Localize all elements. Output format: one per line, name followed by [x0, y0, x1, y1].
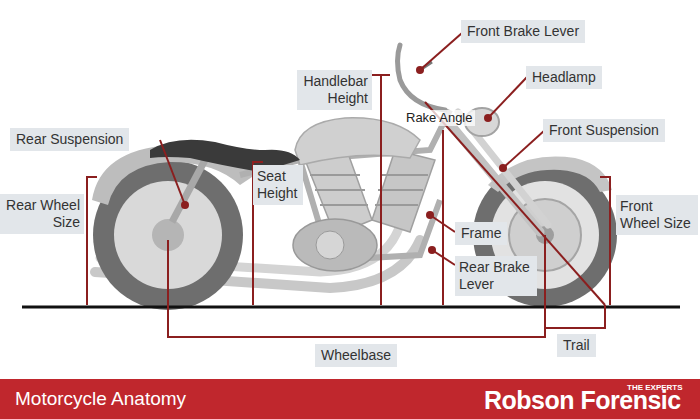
leader-dot: [416, 66, 424, 74]
part-label: Front Brake Lever: [467, 23, 579, 40]
engine-case: [293, 219, 377, 271]
part-label: Headlamp: [532, 69, 596, 86]
ground-line: [22, 306, 680, 309]
part-label: Rear Brake Lever: [459, 259, 533, 293]
part-label: Rear Suspension: [16, 131, 123, 148]
part-label: Front Wheel Size: [620, 198, 694, 232]
part-label: Rear Wheel Size: [4, 197, 80, 231]
engine-cover: [316, 231, 344, 259]
leader-line: [432, 250, 455, 265]
part-label-box: Headlamp: [526, 66, 602, 89]
dimension-bracket: [168, 240, 545, 337]
part-label-box: Rear Wheel Size: [0, 194, 84, 234]
logo-wordmark: Robson Forensic: [484, 386, 681, 414]
dimension-label: Rake Angle: [404, 110, 475, 126]
dimension-bracket: [600, 177, 610, 305]
dimension-bracket: [87, 177, 97, 305]
leader-dot: [426, 211, 434, 219]
part-label-box: Rear Suspension: [10, 128, 129, 151]
part-label-box: Front Wheel Size: [616, 195, 698, 235]
fuel-tank: [295, 118, 420, 165]
rake-reference-line: [442, 130, 444, 305]
leader-line: [160, 140, 185, 205]
part-label-box: Handlebar Height: [297, 70, 372, 110]
dimension-bracket: [372, 75, 390, 305]
cooling-fins: [310, 175, 428, 205]
leader-dot: [484, 114, 492, 122]
dimension-bracket: [545, 305, 605, 328]
leader-line: [488, 77, 527, 118]
footer-band: [0, 379, 700, 419]
part-label: Handlebar Height: [301, 73, 368, 107]
part-label: Trail: [563, 337, 590, 354]
part-label-box: Frame: [455, 222, 507, 245]
part-label: Wheelbase: [321, 347, 391, 364]
part-label-box: Front Suspension: [543, 119, 665, 142]
leader-dot: [428, 246, 436, 254]
axle-line: [544, 235, 546, 310]
part-label-box: Seat Height: [253, 165, 303, 205]
leader-line: [420, 33, 462, 70]
part-label-box: Wheelbase: [315, 344, 397, 367]
part-label-box: Trail: [557, 334, 596, 357]
leader-line: [503, 130, 545, 168]
leader-dot: [499, 164, 507, 172]
diagram-title: Motorcycle Anatomy: [15, 388, 186, 410]
leader-line: [430, 215, 455, 232]
part-label: Frame: [461, 225, 501, 242]
part-label: Front Suspension: [549, 122, 659, 139]
shock-absorber: [172, 160, 205, 222]
leader-dot: [181, 201, 189, 209]
part-label-box: Front Brake Lever: [461, 20, 585, 43]
part-label-box: Rear Brake Lever: [455, 256, 537, 296]
part-label: Seat Height: [257, 168, 299, 202]
